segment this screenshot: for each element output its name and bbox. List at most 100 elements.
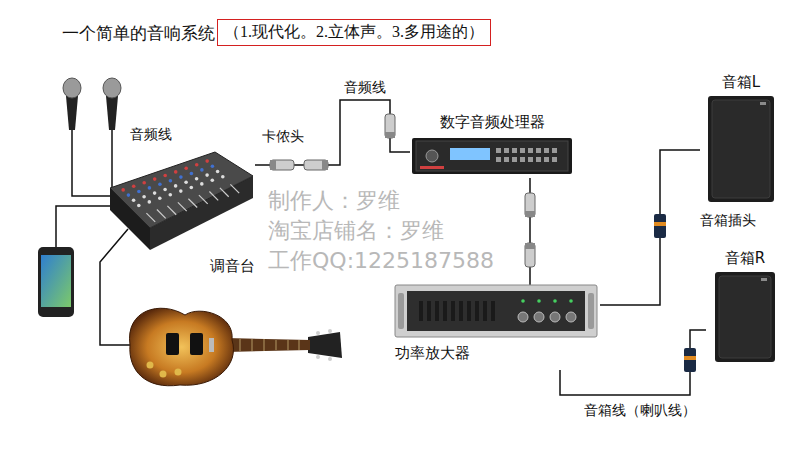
guitar — [160, 371, 167, 378]
amp-illustration — [521, 299, 525, 303]
mixer-illustration — [216, 170, 220, 174]
phone — [41, 255, 71, 307]
amp-illustration — [553, 299, 557, 303]
spkR-illustration — [719, 276, 771, 358]
device-wire — [56, 206, 110, 247]
mixer-illustration — [163, 188, 167, 192]
amp-illustration — [451, 301, 455, 321]
xlr-connector — [270, 160, 294, 170]
spkR-illustration — [715, 272, 775, 362]
proc-illustration — [528, 157, 533, 162]
mixer-illustration — [220, 188, 229, 197]
xlr-connector — [322, 160, 328, 170]
proc-illustration — [496, 148, 501, 153]
mixer-illustration — [137, 190, 141, 194]
mixer-illustration — [105, 148, 255, 253]
amp-illustration — [443, 301, 447, 321]
mixer-illustration — [137, 204, 141, 208]
device-label: 功率放大器 — [395, 344, 470, 363]
mixer-illustration — [132, 185, 136, 189]
device-wire — [100, 229, 131, 345]
phone — [38, 247, 74, 317]
amp-illustration — [550, 312, 560, 322]
microphone — [106, 96, 118, 130]
microphone — [103, 78, 121, 98]
mixer-illustration — [195, 163, 199, 167]
mixer-illustration — [200, 182, 204, 186]
mixer-illustration — [184, 167, 188, 171]
microphone — [103, 78, 121, 130]
mixer-node: 调音台 — [105, 148, 255, 280]
mixer-illustration — [188, 199, 197, 208]
cable-connector — [600, 150, 700, 305]
mixer-illustration — [211, 165, 215, 169]
spkL-illustration — [760, 102, 766, 105]
mixer-illustration — [230, 184, 239, 193]
proc-illustration — [544, 148, 549, 153]
proc-illustration — [412, 138, 572, 174]
mixer-illustration — [209, 192, 218, 201]
mixer-illustration — [121, 188, 125, 192]
proc-illustration — [552, 157, 557, 162]
amp-illustration — [419, 301, 423, 321]
device-wire — [72, 130, 110, 196]
cable-label: 音箱线（喇叭线） — [582, 402, 698, 420]
mixer-illustration — [167, 206, 176, 215]
device-label: 数字音频处理器 — [440, 113, 545, 132]
proc-illustration — [528, 148, 533, 153]
xlr-connector — [385, 132, 395, 138]
proc-illustration — [552, 148, 557, 153]
xlr-connector — [270, 160, 276, 170]
amp-illustration — [467, 301, 471, 321]
xlr-connector — [385, 114, 395, 138]
amp-illustration — [407, 291, 585, 331]
amplifier-node: 功率放大器 — [395, 285, 600, 370]
proc-illustration — [520, 157, 525, 162]
mixer-illustration — [132, 199, 136, 203]
device-wire — [111, 130, 113, 187]
proc-illustration — [520, 148, 525, 153]
xlr-connector — [304, 160, 328, 170]
proc-illustration — [504, 157, 509, 162]
mixer-illustration — [179, 175, 183, 179]
proc-illustration — [544, 157, 549, 162]
xlr-connector — [525, 243, 535, 267]
microphone — [66, 96, 78, 130]
phone — [38, 247, 74, 317]
mixer-illustration — [142, 195, 146, 199]
xlr-connector — [525, 193, 535, 217]
mixer-illustration — [199, 195, 208, 204]
mixer-illustration — [127, 193, 131, 197]
xlr-connector — [270, 160, 294, 170]
xlr-connector — [525, 193, 535, 217]
amp-illustration — [395, 285, 597, 337]
xlr-connector — [304, 160, 328, 170]
device-label: 音箱R — [725, 249, 765, 268]
guitar — [175, 369, 182, 376]
proc-illustration — [512, 148, 517, 153]
speaker-node: 音箱L — [700, 72, 782, 207]
proc-illustration — [536, 148, 541, 153]
mixer-illustration — [158, 183, 162, 187]
spkL-illustration — [708, 96, 774, 202]
amp-illustration — [459, 301, 463, 321]
connector-label: 卡侬头 — [262, 128, 304, 146]
mixer-illustration — [153, 177, 157, 181]
guitar — [166, 333, 179, 355]
mixer-illustration — [190, 172, 194, 176]
device-label: 调音台 — [210, 257, 255, 276]
mixer-illustration — [163, 174, 167, 178]
proc-illustration — [450, 148, 490, 160]
watermark: 制作人：罗维 — [268, 186, 400, 216]
device-label: 音箱L — [722, 73, 760, 92]
cable-connector — [255, 100, 410, 165]
proc-illustration — [512, 157, 517, 162]
amp-illustration — [588, 293, 594, 329]
mixer-illustration — [153, 191, 157, 195]
xlr-connector — [385, 114, 395, 138]
proc-illustration — [420, 166, 444, 169]
xlr-connector — [525, 243, 535, 249]
mixer-illustration — [157, 210, 166, 219]
mixer-illustration — [205, 159, 209, 163]
guitar — [130, 308, 342, 386]
